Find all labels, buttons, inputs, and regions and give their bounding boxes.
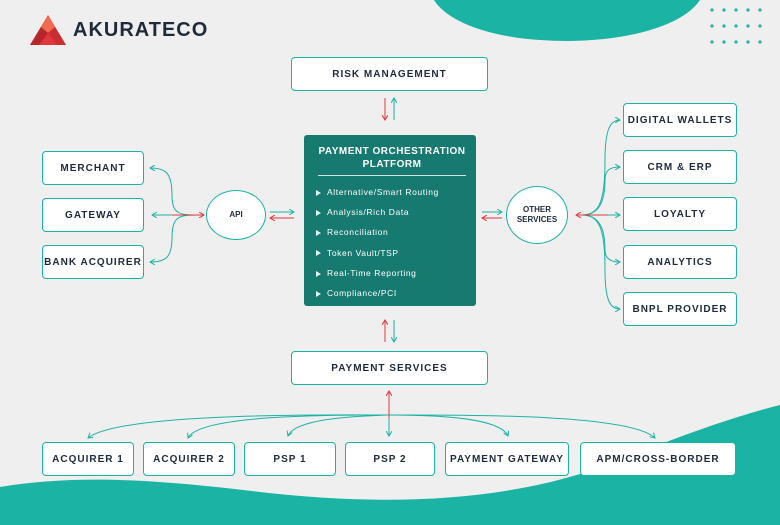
other-services-circle: OTHER SERVICES [506, 186, 568, 244]
platform-feature-item: Token Vault/TSP [316, 243, 468, 263]
top-right-teal-shape [434, 0, 700, 41]
bullet-triangle-icon [316, 250, 321, 257]
acquirer-1-box: ACQUIRER 1 [42, 442, 134, 476]
risk-management-box: RISK MANAGEMENT [291, 57, 488, 91]
payment-services-box: PAYMENT SERVICES [291, 351, 488, 385]
platform-feature-list: Alternative/Smart Routing Analysis/Rich … [316, 182, 468, 303]
psp-2-box: PSP 2 [345, 442, 435, 476]
bnpl-provider-box: BNPL PROVIDER [623, 292, 737, 326]
bullet-triangle-icon [316, 230, 321, 237]
gateway-box: GATEWAY [42, 198, 144, 232]
platform-feature-item: Alternative/Smart Routing [316, 182, 468, 202]
platform-feature-item: Compliance/PCI [316, 283, 468, 303]
bank-acquirer-box: BANK ACQUIRER [42, 245, 144, 279]
platform-feature-item: Reconciliation [316, 222, 468, 242]
bullet-triangle-icon [316, 209, 321, 216]
brand-logo: AKURATECO [29, 14, 208, 46]
payment-orchestration-platform: PAYMENT ORCHESTRATION PLATFORM Alternati… [304, 135, 476, 306]
platform-feature-item: Real-Time Reporting [316, 263, 468, 283]
crm-erp-box: CRM & ERP [623, 150, 737, 184]
analytics-box: ANALYTICS [623, 245, 737, 279]
digital-wallets-box: DIGITAL WALLETS [623, 103, 737, 137]
acquirer-2-box: ACQUIRER 2 [143, 442, 235, 476]
payment-gateway-box: PAYMENT GATEWAY [445, 442, 569, 476]
psp-1-box: PSP 1 [244, 442, 336, 476]
brand-name: AKURATECO [73, 18, 209, 41]
loyalty-box: LOYALTY [623, 197, 737, 231]
bottom-teal-shape [0, 405, 780, 525]
dot-grid [710, 8, 762, 44]
bullet-triangle-icon [316, 290, 321, 297]
platform-title: PAYMENT ORCHESTRATION PLATFORM [318, 146, 466, 170]
bullet-triangle-icon [316, 189, 321, 196]
merchant-box: MERCHANT [42, 151, 144, 185]
mountain-logo-icon [30, 15, 66, 45]
bullet-triangle-icon [316, 270, 321, 277]
platform-feature-item: Analysis/Rich Data [316, 202, 468, 222]
api-circle: API [206, 190, 266, 240]
platform-divider [318, 175, 466, 176]
apm-cross-border-box: APM/CROSS-BORDER [580, 442, 736, 476]
